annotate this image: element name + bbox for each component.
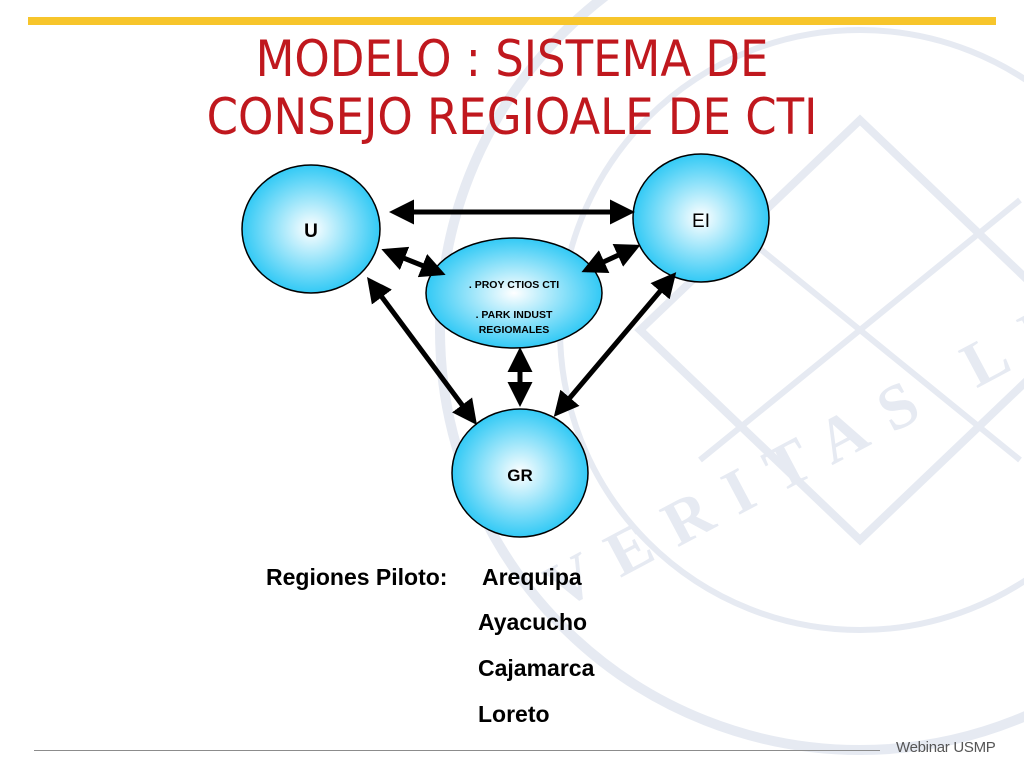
node-center-line-2: . PARK INDUST [476, 309, 553, 321]
region-item: Arequipa [482, 564, 582, 590]
title-line-2: CONSEJO REGIOALE DE CTI [206, 88, 818, 146]
node-gr: GR [451, 408, 589, 538]
node-ei-label: EI [692, 211, 710, 232]
node-gr-circle [451, 408, 589, 538]
node-u-circle [241, 164, 381, 294]
accent-bar [28, 17, 996, 25]
title-line-1: MODELO : SISTEMA DE [255, 30, 769, 88]
arrow-u-center [381, 246, 446, 278]
node-gr-label: GR [507, 466, 533, 485]
node-u: U [241, 164, 381, 294]
slide-title: MODELO : SISTEMA DE CONSEJO REGIOALE DE … [40, 30, 984, 146]
arrow-ei-gr [553, 272, 677, 417]
footer-divider [34, 750, 880, 751]
node-u-label: U [304, 221, 318, 242]
arrow-ei-center [581, 244, 641, 273]
footer-brand: Webinar USMP [896, 739, 996, 756]
node-center-line-3: REGIOMALES [479, 324, 550, 336]
node-center-line-1: . PROY CTIOS CTI [469, 279, 559, 291]
arrow-u-gr [367, 276, 477, 426]
watermark-cross-shape [634, 114, 1024, 546]
region-item: Cajamarca [478, 655, 595, 681]
region-item: Loreto [478, 701, 550, 727]
pilot-regions-label: Regiones Piloto: [266, 564, 448, 590]
region-item: Ayacucho [478, 609, 588, 635]
